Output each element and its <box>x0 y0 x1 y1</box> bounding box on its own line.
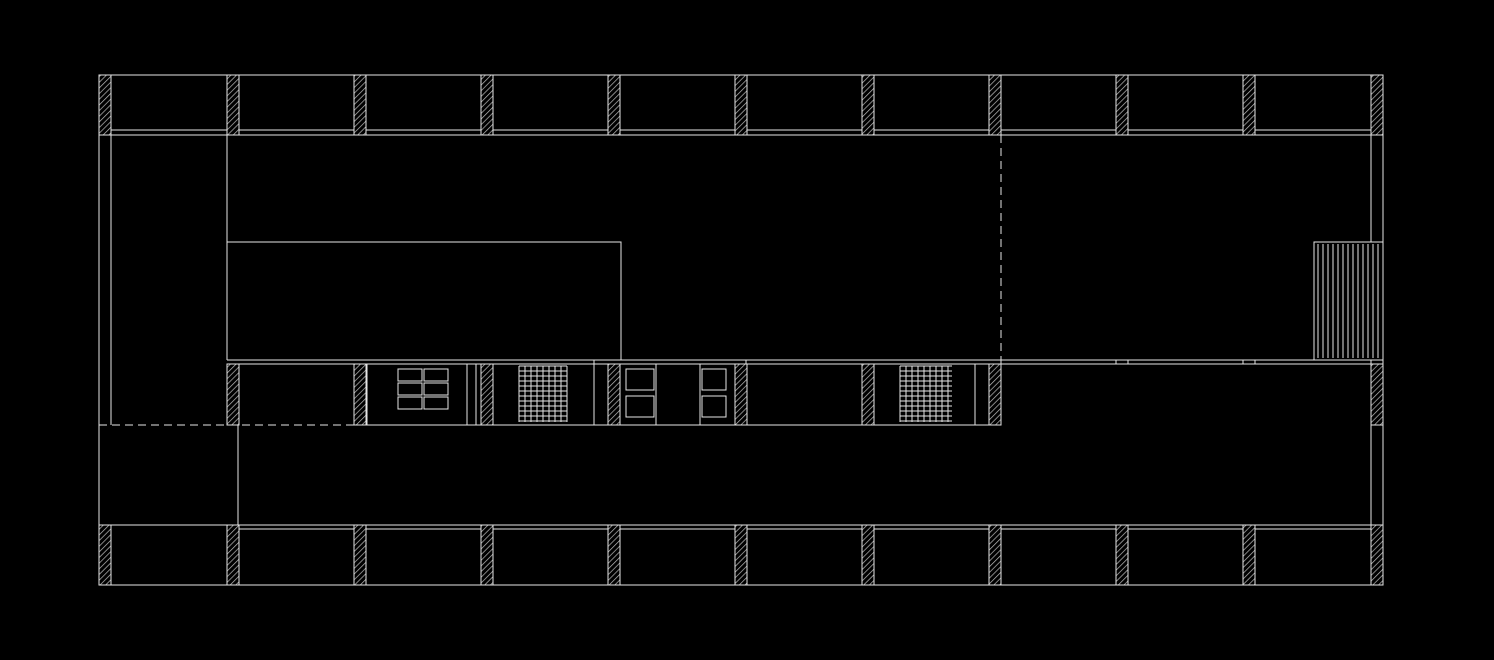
cubicle <box>397 396 423 410</box>
stairs-group <box>518 244 1379 422</box>
cubicle <box>397 382 423 396</box>
cubicle <box>625 395 655 418</box>
columns-group <box>98 74 1384 586</box>
structural-column <box>607 363 621 426</box>
structural-column <box>861 74 875 136</box>
structural-column <box>607 524 621 586</box>
structural-column <box>226 74 240 136</box>
cubicle <box>423 368 449 382</box>
structural-column <box>1370 74 1384 136</box>
structural-column <box>734 363 748 426</box>
building-outline <box>98 74 1384 586</box>
structural-column <box>98 74 112 136</box>
structural-column <box>607 74 621 136</box>
structural-column <box>480 74 494 136</box>
structural-column <box>1370 363 1384 426</box>
structural-column <box>98 524 112 586</box>
structural-column <box>1370 524 1384 586</box>
structural-column <box>1115 524 1129 586</box>
structural-column <box>988 524 1002 586</box>
cubicle <box>625 368 655 391</box>
structural-column <box>353 363 367 426</box>
structural-column <box>353 524 367 586</box>
structural-column <box>734 524 748 586</box>
structural-column <box>1242 74 1256 136</box>
structural-column <box>861 363 875 426</box>
structural-column <box>226 524 240 586</box>
structural-column <box>353 74 367 136</box>
structural-column <box>480 524 494 586</box>
cubicle <box>397 368 423 382</box>
cubicle <box>701 368 727 391</box>
inner-room-outline <box>227 241 622 360</box>
structural-column <box>988 74 1002 136</box>
cubicle <box>701 395 727 418</box>
structural-column <box>988 363 1002 426</box>
structural-column <box>734 74 748 136</box>
stair-right-outline <box>1313 241 1384 361</box>
cubicle <box>423 396 449 410</box>
structural-column <box>1115 74 1129 136</box>
structural-column <box>480 363 494 426</box>
cubicle <box>423 382 449 396</box>
structural-column <box>1242 524 1256 586</box>
structural-column <box>861 524 875 586</box>
structural-column <box>226 363 240 426</box>
